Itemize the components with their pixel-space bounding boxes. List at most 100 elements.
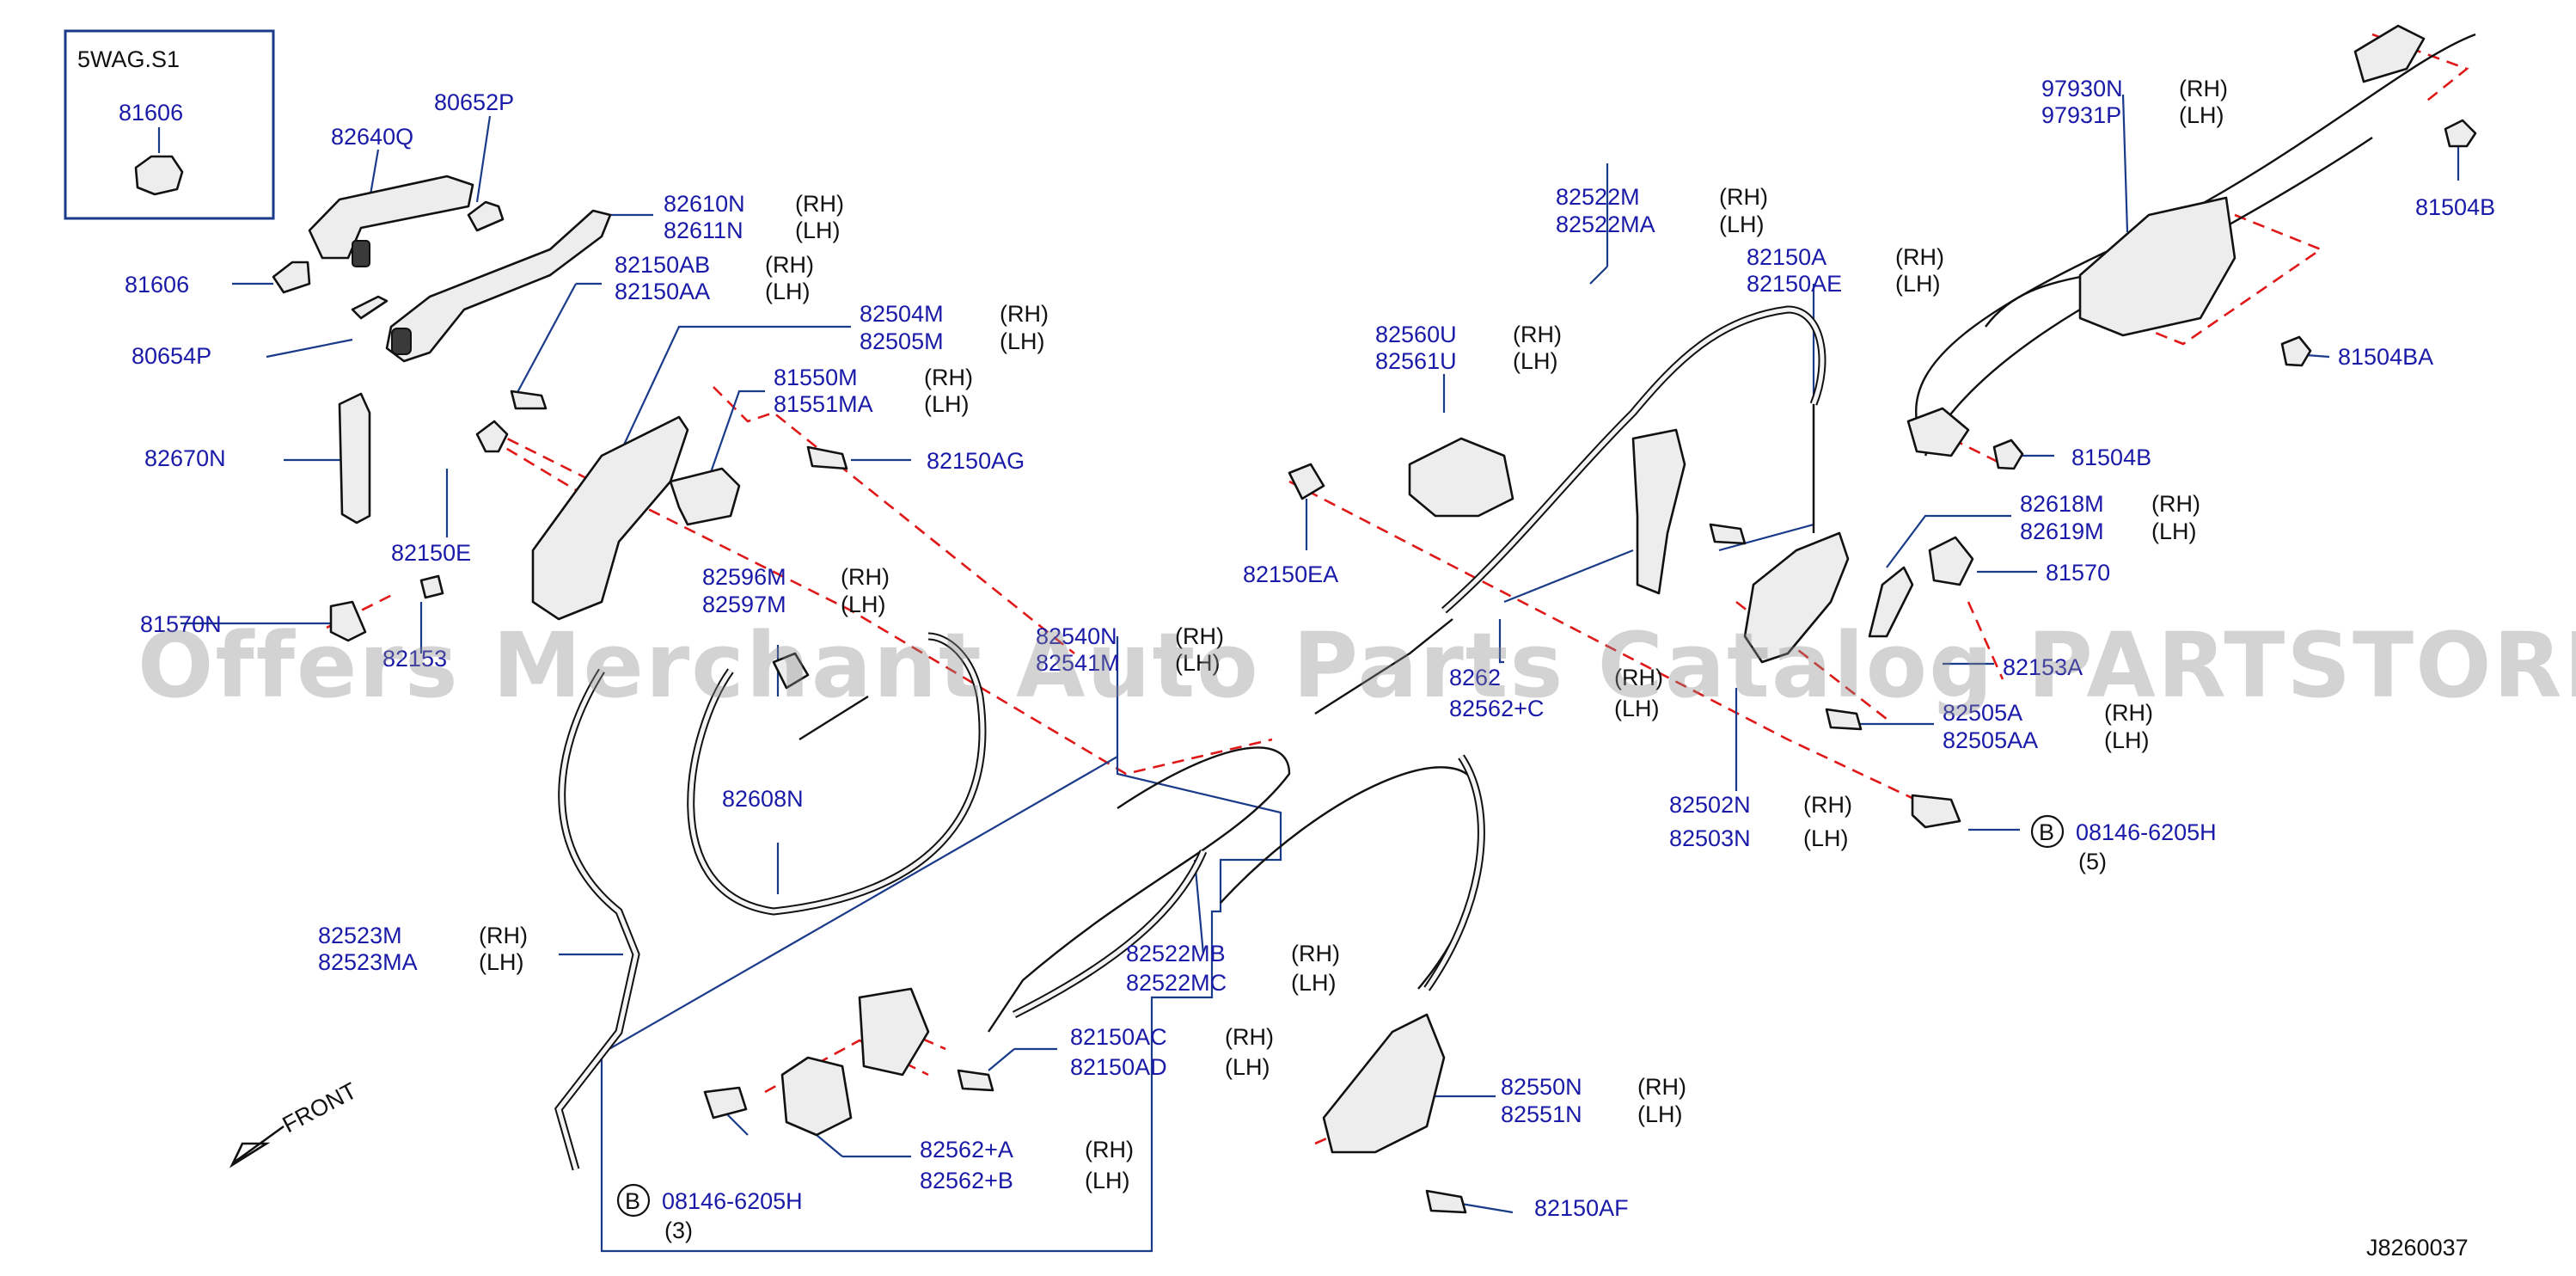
label-82608n[interactable]: 82608N bbox=[722, 786, 804, 812]
label-82611n[interactable]: 82611N bbox=[664, 218, 743, 243]
label-82610n[interactable]: 82610N bbox=[664, 191, 745, 217]
label-82150a[interactable]: 82150A bbox=[1747, 244, 1826, 270]
label-81570n[interactable]: 81570N bbox=[140, 611, 222, 637]
part-cap-81606 bbox=[272, 261, 311, 294]
label-82551n-side: (LH) bbox=[1637, 1101, 1683, 1127]
label-82502n[interactable]: 82502N bbox=[1669, 792, 1751, 818]
bolt-symbol-3: B bbox=[616, 1183, 651, 1218]
label-82540n[interactable]: 82540N bbox=[1036, 623, 1117, 649]
label-97931p-side: (LH) bbox=[2179, 102, 2224, 128]
label-82619m[interactable]: 82619M bbox=[2020, 518, 2104, 544]
label-82640q[interactable]: 82640Q bbox=[331, 124, 413, 150]
label-82150ag[interactable]: 82150AG bbox=[927, 448, 1025, 474]
label-82150ae[interactable]: 82150AE bbox=[1747, 271, 1842, 297]
part-81570 bbox=[1928, 536, 1974, 586]
part-lock-assy bbox=[669, 467, 741, 526]
label-82611n-side: (LH) bbox=[795, 218, 841, 243]
label-97930n[interactable]: 97930N bbox=[2041, 76, 2123, 101]
part-lock-actuator-82504m bbox=[531, 415, 689, 621]
label-82597m[interactable]: 82597M bbox=[702, 592, 786, 617]
label-82150ac-side: (RH) bbox=[1225, 1024, 1274, 1050]
label-82540n-side: (RH) bbox=[1175, 623, 1224, 649]
label-81551ma[interactable]: 81551MA bbox=[774, 391, 873, 417]
label-82522mb[interactable]: 82522MB bbox=[1126, 941, 1226, 966]
label-82150ea[interactable]: 82150EA bbox=[1243, 561, 1338, 587]
label-82522mc[interactable]: 82522MC bbox=[1126, 970, 1227, 996]
label-08146-6205h-3[interactable]: 08146-6205H bbox=[662, 1188, 803, 1214]
label-82522mb-side: (RH) bbox=[1291, 941, 1340, 966]
label-82505a[interactable]: 82505A bbox=[1943, 700, 2022, 726]
label-81550m[interactable]: 81550M bbox=[774, 365, 858, 390]
part-bracket-82562a bbox=[780, 1056, 853, 1137]
label-81504b-top[interactable]: 81504B bbox=[2415, 194, 2495, 220]
part-clip-82150ea bbox=[1288, 463, 1325, 500]
label-82150aa-side: (LH) bbox=[765, 279, 811, 304]
label-82550n-side: (RH) bbox=[1637, 1074, 1686, 1100]
label-80652p[interactable]: 80652P bbox=[434, 89, 514, 115]
label-82522m[interactable]: 82522M bbox=[1556, 184, 1640, 210]
label-82150ad[interactable]: 82150AD bbox=[1070, 1054, 1167, 1080]
label-82560u[interactable]: 82560U bbox=[1375, 322, 1457, 347]
label-82550n[interactable]: 82550N bbox=[1501, 1074, 1582, 1100]
label-81551ma-side: (LH) bbox=[924, 391, 970, 417]
part-81570n bbox=[329, 600, 367, 642]
label-82522ma[interactable]: 82522MA bbox=[1556, 212, 1655, 237]
label-82670n[interactable]: 82670N bbox=[144, 445, 226, 471]
label-82523ma[interactable]: 82523MA bbox=[318, 949, 418, 975]
label-82562a[interactable]: 82562+A bbox=[920, 1137, 1013, 1163]
inset-part-label[interactable]: 81606 bbox=[119, 100, 183, 126]
label-81504b-lower[interactable]: 81504B bbox=[2071, 445, 2151, 470]
inset-box: 5WAG.S1 81606 bbox=[64, 29, 275, 220]
label-82562b[interactable]: 82562+B bbox=[920, 1168, 1013, 1193]
inset-clip-icon bbox=[134, 155, 184, 196]
label-82504m[interactable]: 82504M bbox=[860, 301, 944, 327]
label-82505m[interactable]: 82505M bbox=[860, 328, 944, 354]
label-82610n-side: (RH) bbox=[795, 191, 844, 217]
part-bolt-82150ab bbox=[510, 390, 548, 410]
bolt-symbol-5: B bbox=[2030, 814, 2065, 849]
label-97930n-side: (RH) bbox=[2179, 76, 2228, 101]
watermark: Offers Merchant Auto Parts Catalog PARTS… bbox=[138, 613, 2576, 718]
label-82153a[interactable]: 82153A bbox=[2003, 654, 2083, 680]
label-81606[interactable]: 81606 bbox=[125, 272, 189, 298]
part-guide-82550n bbox=[1322, 1013, 1446, 1154]
label-82522mc-side: (LH) bbox=[1291, 970, 1337, 996]
part-bolt-82150ag bbox=[806, 445, 848, 470]
label-81550m-side: (RH) bbox=[924, 365, 973, 390]
label-81504ba[interactable]: 81504BA bbox=[2338, 344, 2433, 370]
label-97931p[interactable]: 97931P bbox=[2041, 102, 2121, 128]
label-82503n[interactable]: 82503N bbox=[1669, 825, 1751, 851]
part-bracket-82522m bbox=[1631, 428, 1686, 595]
part-latch-82502n bbox=[1743, 531, 1850, 664]
label-82541m[interactable]: 82541M bbox=[1036, 650, 1120, 676]
part-clip-82596m bbox=[772, 652, 810, 690]
label-82150aa[interactable]: 82150AA bbox=[615, 279, 710, 304]
label-82150e[interactable]: 82150E bbox=[391, 540, 471, 566]
label-80654p[interactable]: 80654P bbox=[132, 343, 211, 369]
label-82551n[interactable]: 82551N bbox=[1501, 1101, 1582, 1127]
part-top-bracket bbox=[2353, 24, 2426, 83]
label-82150ab[interactable]: 82150AB bbox=[615, 252, 710, 278]
label-82618m[interactable]: 82618M bbox=[2020, 491, 2104, 517]
part-nut-81504b-top bbox=[2444, 119, 2477, 148]
label-82505aa[interactable]: 82505AA bbox=[1943, 727, 2038, 753]
label-82562c[interactable]: 82562+C bbox=[1449, 696, 1544, 721]
label-82505a-side: (RH) bbox=[2104, 700, 2153, 726]
label-08146-6205h-5[interactable]: 08146-6205H bbox=[2076, 819, 2217, 845]
label-82562a-side: (RH) bbox=[1085, 1137, 1134, 1163]
label-82523m[interactable]: 82523M bbox=[318, 923, 402, 948]
label-82150af[interactable]: 82150AF bbox=[1534, 1195, 1629, 1221]
label-82562c-partial[interactable]: 8262 bbox=[1449, 665, 1501, 690]
label-82561u[interactable]: 82561U bbox=[1375, 348, 1457, 374]
label-82503n-side: (LH) bbox=[1803, 825, 1849, 851]
label-82502n-side: (RH) bbox=[1803, 792, 1852, 818]
label-08146-6205h-5-qty: (5) bbox=[2078, 849, 2107, 874]
label-82150ac[interactable]: 82150AC bbox=[1070, 1024, 1167, 1050]
diagram-id: J8260037 bbox=[2366, 1235, 2469, 1261]
label-81570[interactable]: 81570 bbox=[2046, 560, 2110, 586]
label-82153[interactable]: 82153 bbox=[382, 646, 447, 672]
part-gasket-80654p bbox=[351, 295, 389, 320]
label-82596m[interactable]: 82596M bbox=[702, 564, 786, 590]
part-nut-81504ba bbox=[2280, 335, 2312, 367]
